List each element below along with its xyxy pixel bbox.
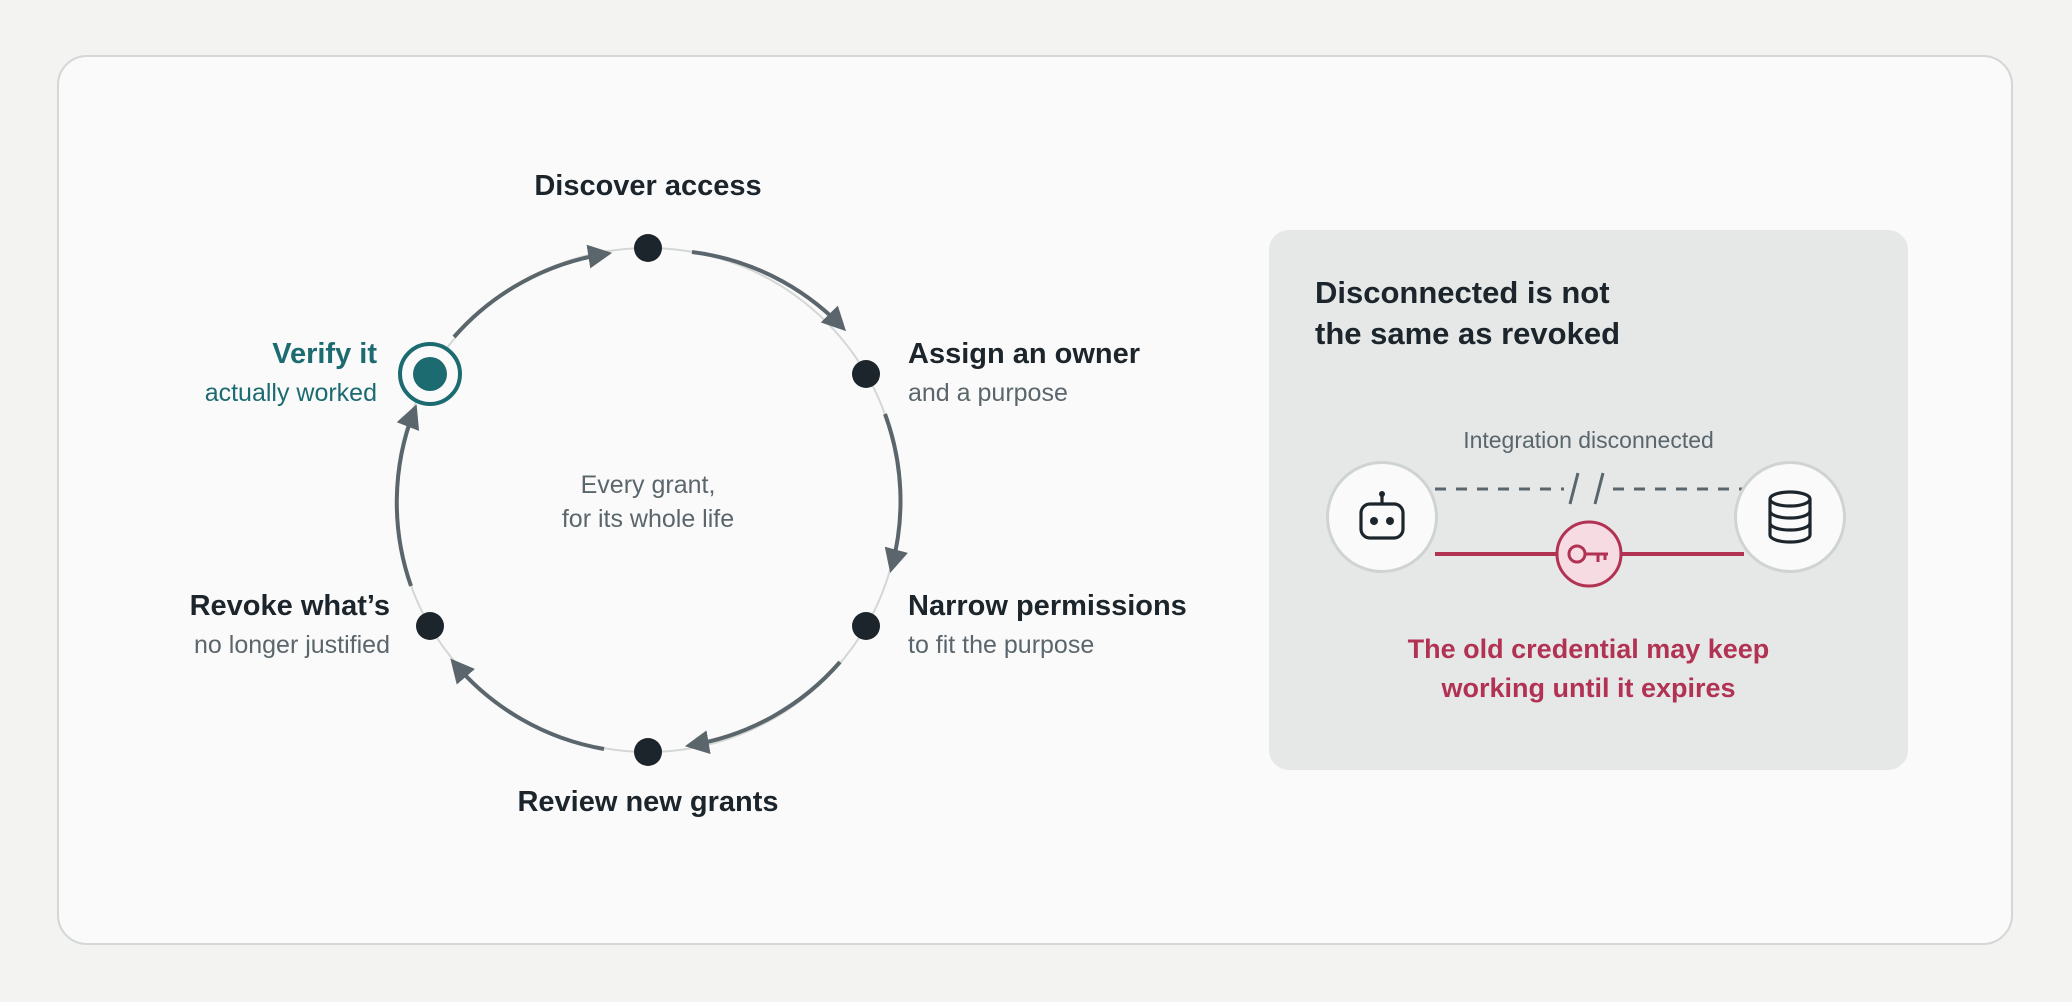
key-icon [1555, 520, 1623, 588]
robot-icon [1359, 491, 1405, 540]
step-subtitle-verify: actually worked [204, 379, 377, 407]
arrow-review-to-revoke [450, 658, 605, 751]
panel-title: Disconnected is not the same as revoked [1315, 272, 1620, 354]
arrow-verify-to-discover [452, 244, 613, 339]
step-dot-revoke [416, 612, 444, 640]
step-dot-assign [852, 360, 880, 388]
warning-line-2: working until it expires [1441, 673, 1736, 703]
center-line-1: Every grant, [580, 471, 716, 499]
step-dot-verify [413, 357, 447, 391]
step-title-discover: Discover access [534, 170, 762, 202]
step-dot-narrow [852, 612, 880, 640]
arrow-narrow-to-review [684, 660, 842, 755]
database-icon [1768, 490, 1812, 544]
step-dot-review [634, 738, 662, 766]
step-title-revoke: Revoke what’s [189, 590, 390, 622]
step-subtitle-assign: and a purpose [908, 379, 1068, 407]
disconnected-caption: Integration disconnected [1463, 427, 1714, 453]
break-slash-2 [1593, 472, 1605, 505]
step-subtitle-revoke: no longer justified [194, 631, 390, 659]
arrow-revoke-to-verify [394, 404, 420, 587]
step-title-assign: Assign an owner [908, 338, 1141, 370]
panel-title-line-1: Disconnected is not [1315, 275, 1610, 310]
cycle-center-text: Every grant, for its whole life [498, 468, 798, 536]
panel-title-line-2: the same as revoked [1315, 316, 1621, 351]
arrow-assign-to-narrow [883, 413, 908, 573]
break-slash-1 [1568, 472, 1580, 505]
arrow-discover-to-assign [691, 250, 847, 332]
step-title-verify: Verify it [272, 338, 377, 370]
credential-warning: The old credential may keep working unti… [1269, 630, 1908, 708]
step-title-review: Review new grants [517, 786, 779, 818]
revocation-panel: Disconnected is not the same as revoked … [1269, 230, 1908, 770]
step-dot-discover [634, 234, 662, 262]
warning-line-1: The old credential may keep [1407, 634, 1770, 664]
step-title-narrow: Narrow permissions [908, 590, 1187, 622]
step-subtitle-narrow: to fit the purpose [908, 631, 1095, 659]
center-line-2: for its whole life [561, 505, 735, 533]
integration-node [1326, 461, 1438, 573]
